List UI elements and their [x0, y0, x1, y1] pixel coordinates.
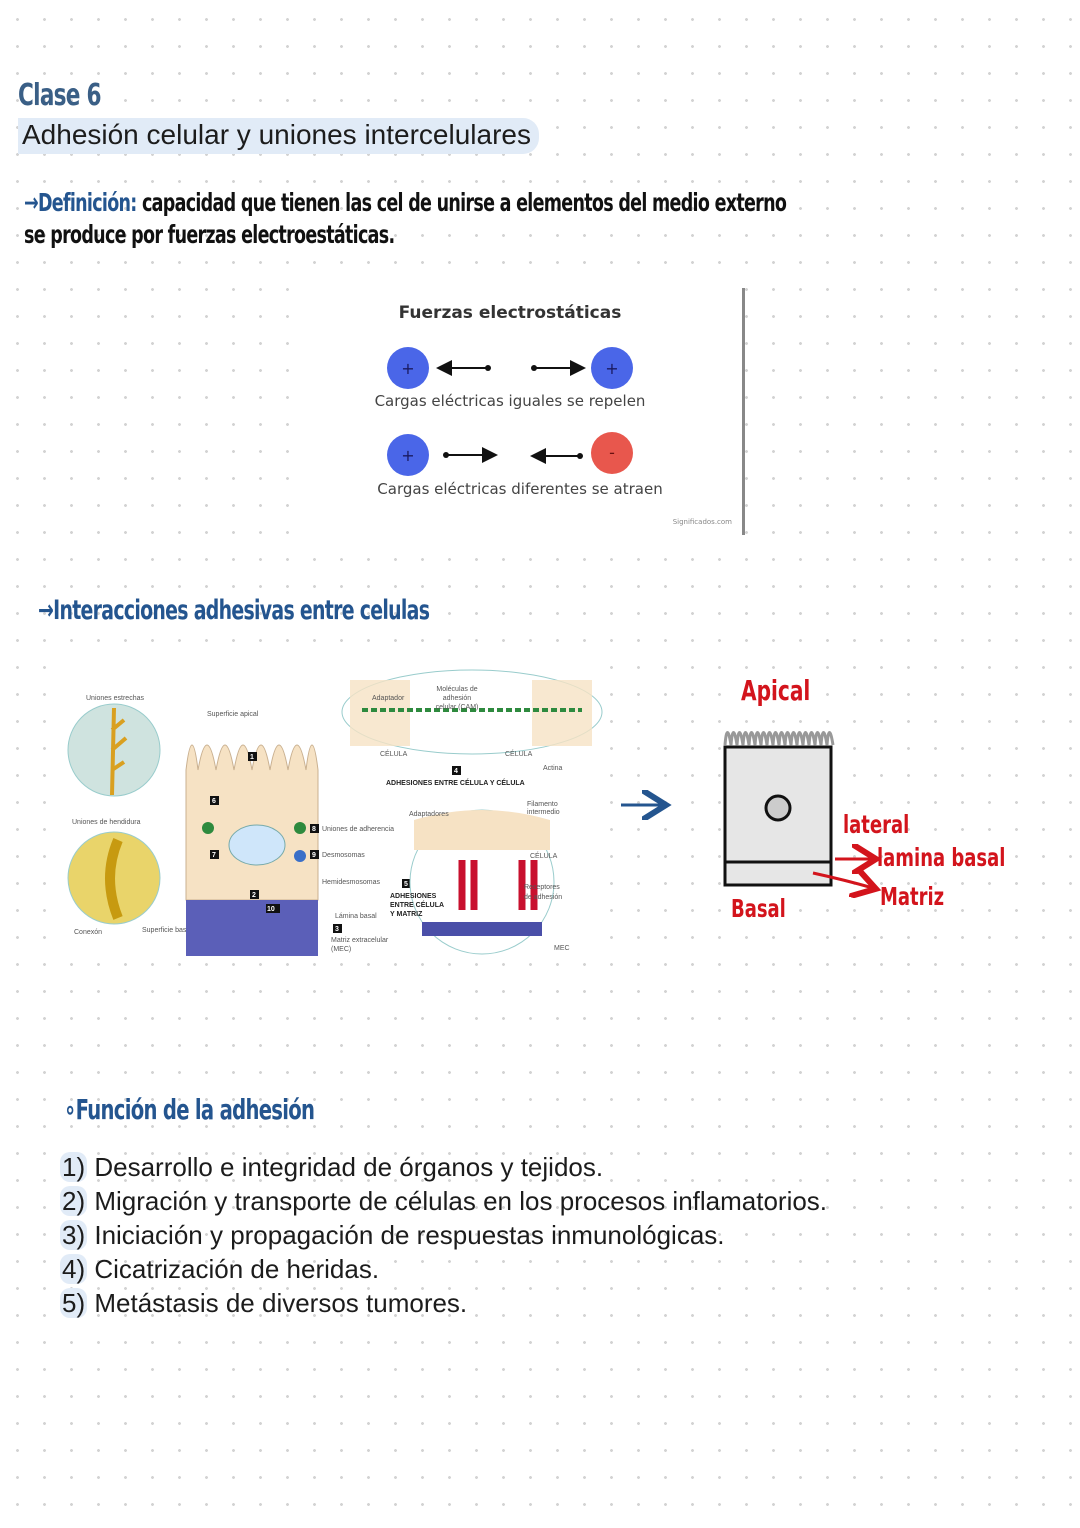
item-number: 5) [60, 1288, 88, 1318]
badge-number: 3 [335, 926, 339, 933]
nucleus [228, 824, 286, 866]
lamina-basal-label: lamina basal [877, 844, 1005, 873]
label: Adaptadores [409, 811, 449, 818]
item-number: 4) [60, 1254, 88, 1284]
electrostatic-title: Fuerzas electrostáticas [399, 303, 622, 323]
item-text: Migración y transporte de células en los… [87, 1186, 828, 1216]
positive-charge [387, 434, 429, 476]
badge-number: 6 [212, 798, 216, 805]
label: de adhesión [524, 894, 562, 901]
item-text: Desarrollo e integridad de órganos y tej… [87, 1152, 604, 1182]
label: celular (CAM) [436, 704, 479, 711]
basal-label: Basal [731, 895, 786, 924]
list-item: 4) Cicatrización de heridas. [60, 1254, 379, 1285]
badge-number: 9 [312, 852, 316, 859]
definition-line-1: →Definición: capacidad que tienen las ce… [24, 188, 787, 217]
label: CÉLULA [505, 749, 533, 758]
label: Actina [543, 765, 563, 772]
label: CÉLULA [380, 749, 408, 758]
badge-number: 10 [267, 906, 275, 913]
label: (MEC) [331, 946, 351, 953]
label: Filamento [527, 801, 558, 808]
plus-sign: + [605, 359, 618, 378]
label: Y MATRIZ [390, 911, 423, 918]
list-item: 5) Metástasis de diversos tumores. [60, 1288, 467, 1319]
extracellular-matrix [186, 900, 318, 956]
negative-charge [591, 432, 633, 474]
label: adhesión [443, 695, 472, 702]
label: CÉLULA [530, 851, 558, 860]
item-text: Metástasis de diversos tumores. [87, 1288, 468, 1318]
minus-sign: - [609, 443, 615, 462]
badge-number: 2 [252, 892, 256, 899]
label: Desmosomas [322, 852, 365, 859]
cell-adhesion-figure: Uniones estrechas Uniones de hendidura C… [62, 660, 605, 960]
label: Superficie basal [142, 927, 192, 934]
page-title: Adhesión celular y uniones intercelulare… [18, 118, 539, 154]
positive-charge [591, 347, 633, 389]
definition-label: →Definición: [24, 188, 137, 217]
badge-number: 1 [250, 754, 254, 761]
list-item: 1) Desarrollo e integridad de órganos y … [60, 1152, 603, 1183]
badge-number: 4 [454, 768, 458, 775]
electrostatic-forces-image: Fuerzas electrostáticas + + Cargas eléct… [298, 288, 745, 535]
positive-charge [387, 347, 429, 389]
label: ADHESIONES [390, 893, 437, 900]
caption-equal: Cargas eléctricas iguales se repelen [375, 392, 646, 410]
plus-sign: + [401, 359, 414, 378]
epithelial-cell [185, 744, 319, 901]
definition-text: capacidad que tienen las cel de unirse a… [136, 188, 787, 217]
label: Adaptador [372, 695, 405, 702]
label: ENTRE CÉLULA [390, 900, 444, 909]
item-text: Cicatrización de heridas. [87, 1254, 380, 1284]
label: Hemidesmosomas [322, 879, 380, 886]
class-label: Clase 6 [18, 78, 102, 113]
item-number: 3) [60, 1220, 88, 1250]
caption-different: Cargas eléctricas diferentes se atraen [377, 480, 662, 498]
label: ADHESIONES ENTRE CÉLULA Y CÉLULA [386, 778, 525, 787]
label: Superficie apical [207, 711, 259, 718]
list-item: 2) Migración y transporte de células en … [60, 1186, 827, 1217]
label: Uniones de adherencia [322, 826, 394, 833]
microvilli [723, 731, 835, 746]
label: Lámina basal [335, 913, 377, 920]
label: MEC [554, 945, 570, 952]
badge-number: 5 [404, 881, 408, 888]
apical-label: Apical [741, 675, 810, 707]
item-number: 2) [60, 1186, 88, 1216]
matriz-label: Matriz [880, 883, 944, 912]
definition-line-2: se produce por fuerzas electroestáticas. [24, 220, 395, 249]
label: Receptores [524, 884, 560, 891]
cell-sketch: Apical lateral lamina basal Matriz Basal [621, 675, 1005, 924]
badge-number: 7 [212, 852, 216, 859]
list-item: 3) Iniciación y propagación de respuesta… [60, 1220, 725, 1251]
plus-sign: + [401, 446, 414, 465]
nucleus [764, 794, 792, 822]
label: Matriz extracelular [331, 937, 389, 944]
watermark: Significados.com [673, 518, 732, 526]
function-heading: ∘Función de la adhesión [64, 1093, 315, 1126]
label: Uniones estrechas [86, 695, 144, 702]
item-text: Iniciación y propagación de respuestas i… [87, 1220, 725, 1250]
label: Moléculas de [436, 686, 477, 693]
label: intermedio [527, 809, 560, 816]
label: Uniones de hendidura [72, 819, 141, 826]
interactions-heading: →Interacciones adhesivas entre celulas [38, 595, 430, 626]
lateral-label: lateral [843, 811, 909, 840]
item-number: 1) [60, 1152, 88, 1182]
badge-number: 8 [312, 826, 316, 833]
label: Conexón [74, 929, 102, 936]
